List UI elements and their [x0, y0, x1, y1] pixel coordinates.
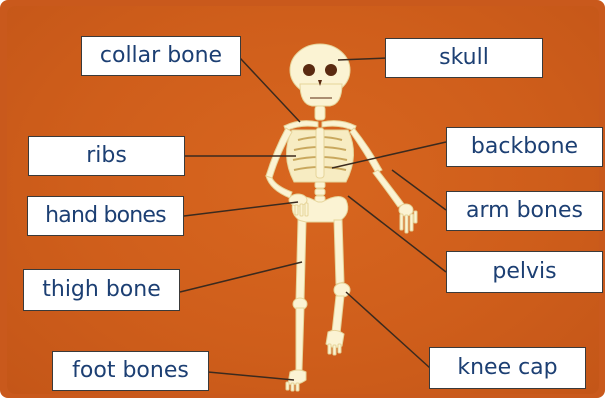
label-pelvis[interactable]: pelvis — [446, 251, 603, 293]
leader-hand-bones — [184, 202, 298, 216]
upper-arm-right — [350, 128, 382, 173]
forearm-left — [266, 176, 292, 198]
collar-bone-right — [322, 121, 356, 131]
hand-bones-right — [399, 204, 417, 233]
label-thigh-bone[interactable]: thigh bone — [23, 269, 180, 311]
label-ribs[interactable]: ribs — [28, 136, 185, 176]
leader-pelvis — [348, 196, 446, 272]
knee-cap-right — [334, 283, 350, 297]
label-backbone[interactable]: backbone — [446, 127, 603, 167]
label-skull[interactable]: skull — [385, 38, 543, 78]
leader-thigh-bone — [180, 262, 302, 292]
thigh-bone-right — [334, 220, 344, 284]
foot-bones-right — [326, 330, 344, 355]
leader-foot-bones — [208, 372, 294, 380]
spine — [315, 182, 325, 202]
ribcage — [286, 128, 353, 182]
label-arm-bones[interactable]: arm bones — [446, 191, 603, 231]
collar-bone-left — [284, 121, 318, 131]
thigh-bone-left — [296, 220, 306, 300]
shin-left — [296, 308, 304, 370]
label-collar-bone[interactable]: collar bone — [81, 36, 241, 76]
label-knee-cap[interactable]: knee cap — [429, 347, 586, 389]
hand-bones-left — [289, 194, 308, 216]
label-hand-bones[interactable]: hand bones — [27, 196, 184, 236]
skull-bone — [290, 44, 350, 106]
label-foot-bones[interactable]: foot bones — [52, 351, 209, 391]
leader-knee-cap — [346, 292, 430, 368]
shin-right — [332, 296, 344, 334]
foot-bones-left — [286, 370, 306, 391]
